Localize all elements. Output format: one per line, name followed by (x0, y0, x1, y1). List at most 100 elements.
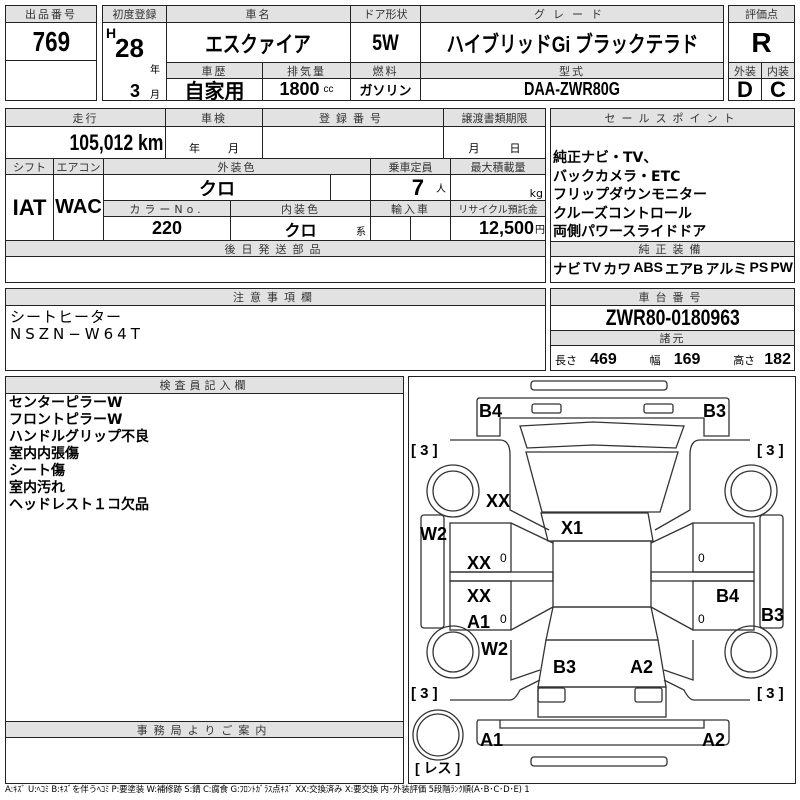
sales-point: 両側パワースライドドア (553, 224, 707, 240)
door-text: 5W (372, 29, 399, 55)
damage-mark: B3 (761, 605, 784, 625)
ext-color: クロ (104, 175, 331, 201)
notes-label: 注意事項欄 (6, 289, 545, 306)
length-label: 長さ (555, 354, 577, 367)
chassis-number-text: ZWR80-0180963 (605, 306, 740, 330)
score-box: 評価点 R 外装 内装 D C (728, 5, 795, 101)
model: DAA-ZWR80G (421, 79, 723, 100)
damage-mark: A2 (702, 730, 725, 750)
equipment-label: 純正装備 (551, 241, 794, 257)
damage-mark: XX (467, 553, 491, 573)
damage-mark: A2 (630, 657, 653, 677)
inspection-month-unit: 月 (228, 142, 239, 155)
damage-mark: XX (467, 586, 491, 606)
office-label: 事務局よりご案内 (6, 721, 403, 738)
ac-label: エアコン (54, 159, 104, 175)
score-value: R (729, 23, 794, 63)
int-color-value: クロ (284, 222, 317, 240)
transfer-date: 月日 (444, 127, 545, 159)
int-color-label: 内装色 (231, 201, 371, 217)
damage-mark: B4 (716, 586, 739, 606)
inspection-year-unit: 年 (189, 142, 200, 155)
lot-box: 出品番号 769 (5, 5, 97, 101)
year-unit: 年 (150, 65, 160, 76)
int-color: クロ 系 (231, 217, 371, 241)
inspector-line: 室内汚れ (9, 480, 65, 496)
damage-mark: W2 (481, 639, 508, 659)
mileage: 105,012 km (6, 127, 166, 159)
equipment-item: アルミ (705, 261, 748, 277)
capacity-label: 乗車定員 (371, 159, 451, 175)
equipment-item: ABS (633, 259, 663, 275)
grade-label: グレード (421, 6, 723, 23)
exterior-label: 外装 (729, 63, 762, 79)
later-parts-label: 後日発送部品 (6, 241, 545, 257)
recycle-value: 12,500 (478, 218, 534, 238)
month-unit: 月 (150, 90, 160, 100)
door-type: 5W (351, 23, 421, 63)
legend: A:ｷｽﾞ U:ﾍｺﾐ B:ｷｽﾞを伴うﾍｺﾐ P:要塗装 W:補修跡 S:錆 … (5, 785, 530, 795)
chassis-number: ZWR80-0180963 (551, 306, 794, 331)
int-color-suffix: 系 (356, 227, 366, 238)
lot-number-text: 769 (32, 25, 70, 57)
inspector-line: センターピラーW (9, 395, 123, 411)
equipment-item: TV (583, 259, 602, 275)
length: 469 (590, 351, 617, 368)
equipment-list: ナビ TV カワ ABS エアB アルミ PS PW (553, 259, 793, 279)
fuel: ガソリン (351, 79, 421, 100)
reg-month: 3 (130, 81, 141, 100)
model-label: 型式 (421, 63, 723, 79)
shift-label: シフト (6, 159, 54, 175)
tire-tread: [ 3 ] (411, 442, 438, 459)
shift: IAT (6, 175, 54, 241)
car-name: エスクァイア (167, 23, 351, 63)
note-line: シートヒーター (10, 308, 123, 326)
reg-year: 28 (115, 33, 144, 63)
inspector-notes: センターピラーW フロントピラーW ハンドルグリップ不良 室内内張傷 シート傷 … (9, 395, 149, 514)
details-box: 走行 車検 登録番号 譲渡書類期限 105,012 km 年月 月日 シフト エ… (5, 108, 546, 283)
displacement-unit: cc (323, 84, 334, 95)
lot-number: 769 (6, 23, 96, 61)
car-outline (412, 380, 784, 767)
damage-mark: X1 (561, 518, 583, 538)
inspector-line: 室内内張傷 (9, 446, 79, 462)
recycle-label: リサイクル預託金 (451, 201, 545, 217)
door-zero: 0 (500, 551, 507, 565)
door-zero: 0 (698, 551, 705, 565)
tire-tread: [ 3 ] (411, 685, 438, 702)
ext-color-extra (331, 175, 371, 201)
mileage-label: 走行 (6, 109, 166, 127)
first-reg-label: 初度登録 (103, 6, 167, 23)
reg-number-label: 登録番号 (263, 109, 444, 127)
width-label: 幅 (649, 354, 661, 367)
sales-points-label: セールスポイント (551, 109, 794, 127)
spec-label: 諸元 (551, 331, 794, 346)
inspector-line: ハンドルグリップ不良 (9, 429, 149, 445)
capacity-value: 7 (411, 175, 424, 200)
model-text: DAA-ZWR80G (524, 79, 620, 99)
door-zero: 0 (698, 612, 705, 626)
vehicle-header: 初度登録 車名 ドア形状 グレード H 28 年 3 月 エスクァイア 5W ハ… (102, 5, 724, 101)
score-label: 評価点 (729, 6, 794, 23)
equipment-item: カワ (603, 261, 632, 277)
import-b (411, 217, 451, 241)
mileage-value: 105,012 km (69, 129, 163, 155)
color-no-label: カラーNo. (104, 201, 231, 217)
door-label: ドア形状 (351, 6, 421, 23)
fuel-label: 燃料 (351, 63, 421, 79)
spare-tire: [ レス ] (415, 760, 460, 776)
equipment-item: エアB (665, 261, 704, 277)
inspector-box: 検査員記入欄 センターピラーW フロントピラーW ハンドルグリップ不良 室内内張… (5, 376, 404, 784)
transfer-day-unit: 日 (509, 142, 521, 155)
damage-diagram-box (408, 376, 796, 784)
equipment-item: PW (770, 259, 793, 275)
sales-point: 純正ナビ・TV、 (553, 150, 658, 166)
tire-tread: [ 3 ] (757, 685, 784, 702)
displacement-value: 1800 (279, 79, 320, 99)
chassis-box: 車台番号 ZWR80-0180963 諸元 長さ 469 幅 169 高さ 18… (550, 288, 795, 371)
note-line: NSZN−W64T (10, 325, 144, 343)
damage-mark: B4 (479, 401, 502, 421)
damage-mark: W2 (420, 524, 447, 544)
